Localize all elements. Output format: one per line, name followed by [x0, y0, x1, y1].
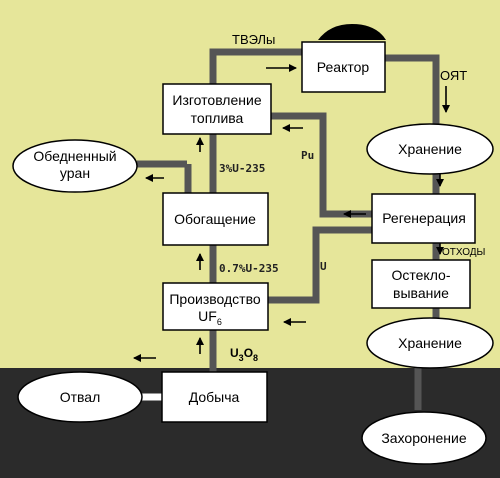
storage-ellipse-1 [366, 123, 494, 175]
storage-label-2: Хранение [398, 335, 462, 351]
pu-label: Pu [301, 149, 314, 162]
depleted-label-2: уран [60, 165, 90, 181]
fuel-fab-label-2: топлива [191, 110, 244, 126]
pipe-pu-return [271, 112, 372, 218]
flow-pipes [137, 48, 440, 410]
production-uf-sub: 6 [217, 317, 222, 327]
production-uf: UF [198, 308, 217, 324]
dump-ellipse [17, 371, 143, 423]
u-label: U [320, 260, 327, 273]
burial-ellipse [361, 411, 487, 465]
pipe-reactor-storage [385, 54, 440, 127]
regeneration-label: Регенерация [382, 210, 466, 226]
u3o8-sub-8: 8 [253, 353, 258, 363]
depleted-uranium-ellipse [12, 139, 138, 193]
production-label-2: UF6 [198, 308, 222, 327]
enrichment-label: Обогащение [174, 211, 256, 227]
production-label-1: Производство [169, 291, 260, 307]
u3o8-sub-3: 3 [239, 353, 244, 363]
reactor-box [301, 41, 386, 93]
pipe-u-return [268, 226, 372, 304]
storage-ellipse-2 [366, 317, 494, 369]
pipe-fuelfab-reactor [209, 48, 302, 84]
flow-arrows [133, 64, 450, 362]
u3o8-label: U3O8 [230, 346, 258, 363]
dump-label: Отвал [60, 389, 101, 405]
u235-07-label: 0.7%U-235 [219, 262, 279, 275]
mining-label: Добыча [189, 389, 240, 405]
fuel-fabrication-box [162, 83, 272, 135]
waste-label: ОТХОДЫ [442, 247, 486, 258]
depleted-label-1: Обедненный [33, 148, 116, 164]
vitrification-box [371, 259, 471, 309]
vitrification-label-2: вывание [393, 285, 449, 301]
u3o8-o: O [244, 346, 253, 360]
oyat-label: ОЯТ [440, 68, 467, 83]
regeneration-box [371, 193, 476, 244]
burial-label: Захоронение [381, 430, 467, 446]
storage-label-1: Хранение [398, 141, 462, 157]
mining-box [161, 371, 268, 423]
u235-3-label: 3%U-235 [219, 162, 265, 175]
reactor-label: Реактор [317, 59, 370, 75]
production-box [162, 282, 269, 331]
enrichment-box [162, 192, 269, 246]
vitrification-label-1: Остекло- [392, 267, 451, 283]
fuel-fab-label-1: Изготовление [172, 92, 261, 108]
u3o8-u: U [230, 346, 239, 360]
reactor-dome-icon [318, 24, 386, 40]
tvel-label: ТВЭЛы [232, 32, 275, 47]
